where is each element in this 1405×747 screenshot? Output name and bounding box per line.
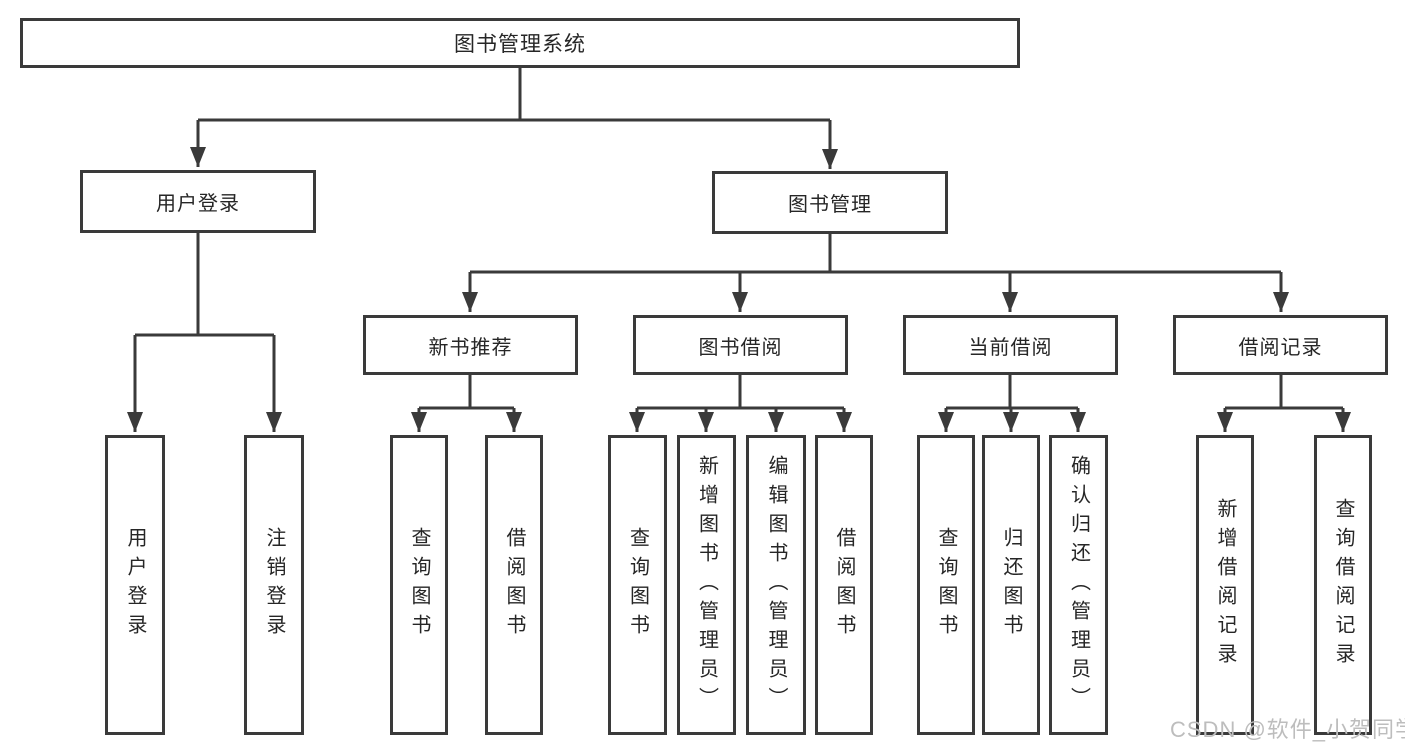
node-current-borrowing: 当前借阅 bbox=[903, 315, 1118, 375]
leaf-logout: 注销登录 bbox=[244, 435, 304, 735]
leaf-query-books-recommend: 查询图书 bbox=[390, 435, 448, 735]
leaf-add-books-admin: 新增图书（管理员） bbox=[677, 435, 736, 735]
leaf-borrow-books-recommend: 借阅图书 bbox=[485, 435, 543, 735]
leaf-query-borrow-record: 查询借阅记录 bbox=[1314, 435, 1372, 735]
leaf-user-login: 用户登录 bbox=[105, 435, 165, 735]
leaf-edit-books-admin: 编辑图书（管理员） bbox=[746, 435, 806, 735]
leaf-add-borrow-record: 新增借阅记录 bbox=[1196, 435, 1254, 735]
node-new-book-recommendation: 新书推荐 bbox=[363, 315, 578, 375]
node-library-management-system: 图书管理系统 bbox=[20, 18, 1020, 68]
leaf-query-books-current: 查询图书 bbox=[917, 435, 975, 735]
leaf-confirm-return-admin: 确认归还（管理员） bbox=[1049, 435, 1108, 735]
csdn-watermark: CSDN @软件_小贺同学 bbox=[1170, 717, 1405, 742]
node-book-management: 图书管理 bbox=[712, 171, 948, 234]
node-borrowing-records: 借阅记录 bbox=[1173, 315, 1388, 375]
leaf-borrow-books: 借阅图书 bbox=[815, 435, 873, 735]
node-book-borrowing: 图书借阅 bbox=[633, 315, 848, 375]
leaf-return-books: 归还图书 bbox=[982, 435, 1040, 735]
node-user-login: 用户登录 bbox=[80, 170, 316, 233]
leaf-query-books-borrow: 查询图书 bbox=[608, 435, 667, 735]
